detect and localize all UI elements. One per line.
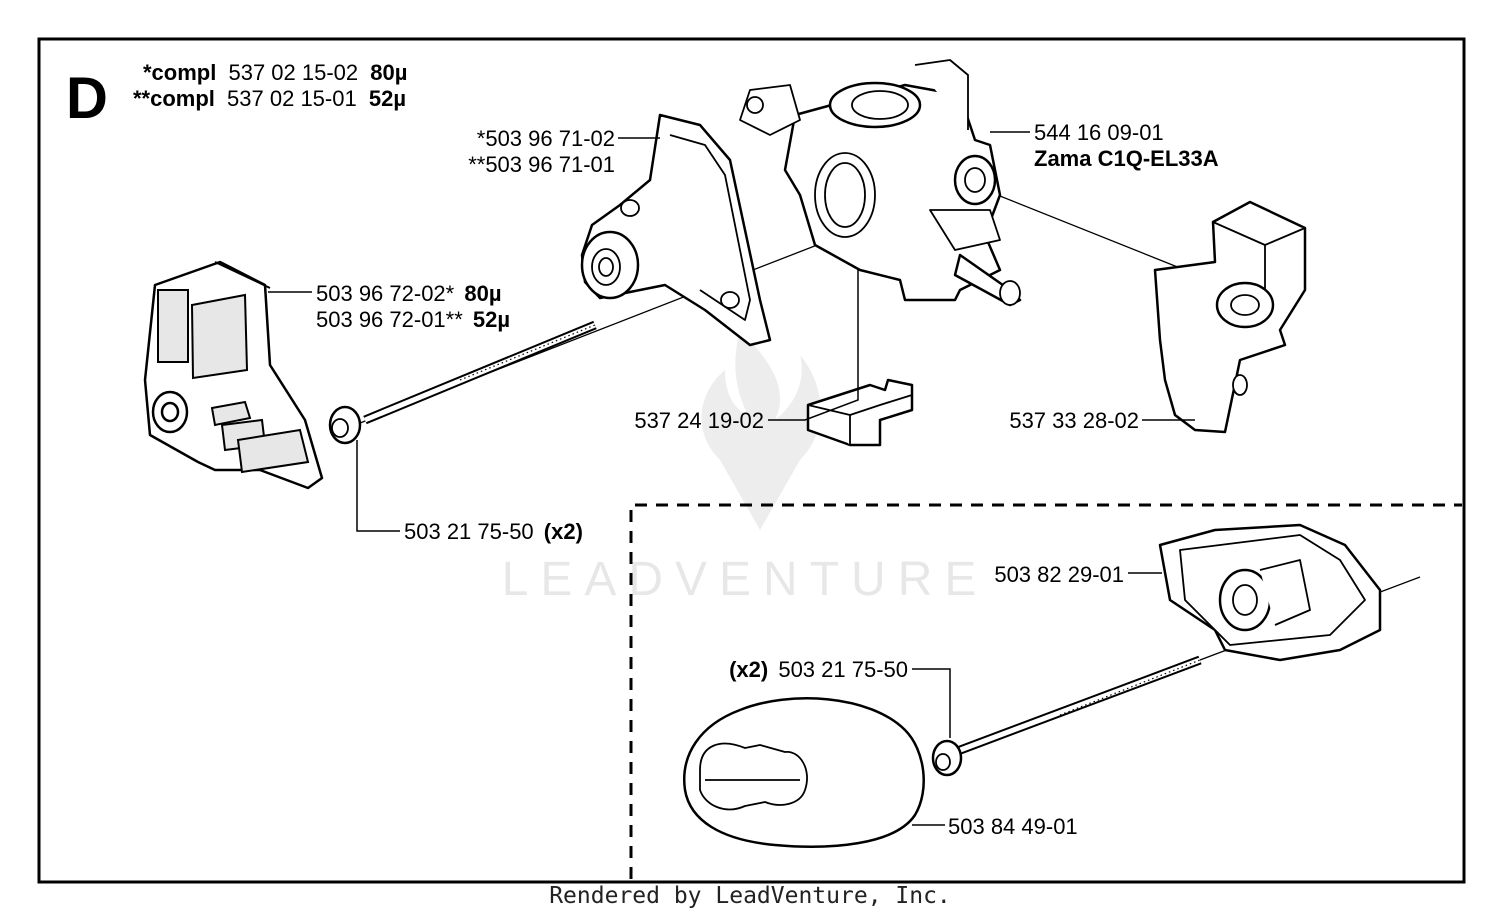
- label-screw-upper-qty: (x2): [544, 519, 583, 544]
- watermark-text: LEADVENTURE: [502, 553, 989, 606]
- carburetor-part: [739, 59, 1022, 307]
- screw-lower-part: [931, 655, 1202, 777]
- insulator-part: [1153, 200, 1307, 434]
- label-screw-lower-qty: (x2): [729, 657, 768, 682]
- compl-line-2-size: 52µ: [369, 86, 406, 111]
- holder-part: [1158, 523, 1382, 662]
- label-carburetor-model: Zama C1Q-EL33A: [1034, 146, 1219, 171]
- label-gasket-bottom: **503 96 71-01: [468, 152, 615, 177]
- label-screw-lower: (x2) 503 21 75-50: [729, 657, 908, 682]
- label-holder: 503 82 29-01: [994, 562, 1124, 587]
- label-filter-line-1-size: 80µ: [464, 281, 501, 306]
- compl-line-2: **compl 537 02 15-01 52µ: [133, 86, 406, 111]
- leader-block: [768, 270, 859, 421]
- compl-line-1-prefix: *compl: [143, 60, 216, 85]
- label-screw-upper: 503 21 75-50 (x2): [404, 519, 583, 544]
- compl-line-1-number: 537 02 15-02: [228, 60, 358, 85]
- leader-screw-lower: [912, 668, 951, 738]
- label-filter-line-1: 503 96 72-02* 80µ: [316, 281, 502, 306]
- inset-box-dashed: [629, 503, 1462, 879]
- gasket-holder-part: [580, 113, 772, 347]
- label-screw-lower-number: 503 21 75-50: [778, 657, 908, 682]
- label-filter-line-2: 503 96 72-01** 52µ: [316, 307, 510, 332]
- label-screw-upper-number: 503 21 75-50: [404, 519, 534, 544]
- diagram-frame: [37, 37, 1466, 884]
- compl-line-2-number: 537 02 15-01: [227, 86, 357, 111]
- screw-upper-part: [328, 320, 597, 445]
- label-gasket-top: *503 96 71-02: [477, 126, 615, 151]
- label-filter-line-2-number: 503 96 72-01**: [316, 307, 463, 332]
- label-carburetor-number: 544 16 09-01: [1034, 120, 1164, 145]
- foam-filter-part: [683, 697, 925, 848]
- watermark-logo: [701, 330, 821, 530]
- section-letter: D: [66, 66, 108, 131]
- compl-line-1-size: 80µ: [370, 60, 407, 85]
- label-insulator: 537 33 28-02: [1009, 408, 1139, 433]
- air-filter-part: [143, 260, 324, 490]
- label-block: 537 24 19-02: [634, 408, 764, 433]
- label-filter-line-2-size: 52µ: [473, 307, 510, 332]
- compl-line-1: *compl 537 02 15-02 80µ: [143, 60, 407, 85]
- leader-screw-upper: [356, 440, 400, 532]
- compl-line-2-prefix: **compl: [133, 86, 215, 111]
- label-foam-filter: 503 84 49-01: [948, 814, 1078, 839]
- carb-to-insulator-axis: [984, 189, 1181, 269]
- label-filter-line-1-number: 503 96 72-02*: [316, 281, 455, 306]
- footer-credit: Rendered by LeadVenture, Inc.: [549, 883, 951, 909]
